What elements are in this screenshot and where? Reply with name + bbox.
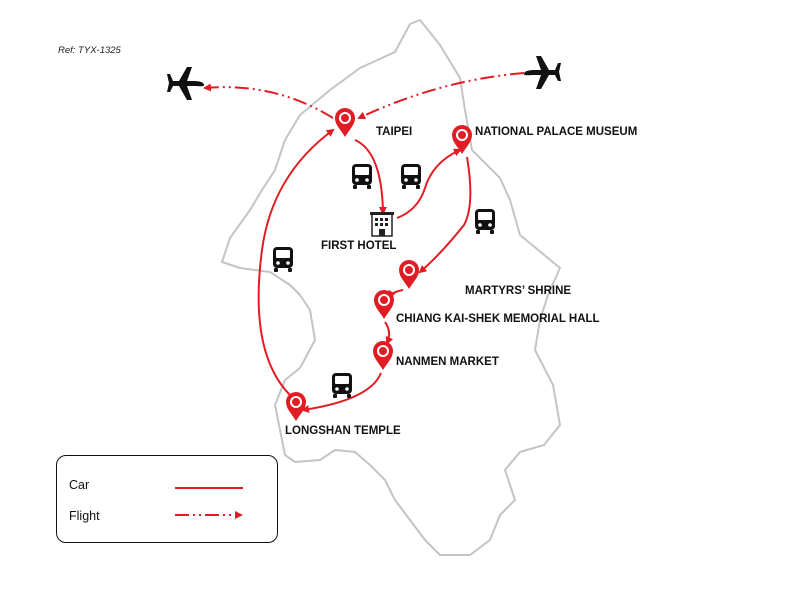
legend: Car Flight [56,455,278,543]
car-route-memorial-market [384,321,394,345]
map-pin-icon[interactable] [285,391,307,422]
map-pin-icon[interactable] [398,259,420,290]
legend-flight-line [175,511,243,519]
bus-icon [352,164,372,189]
hotel-icon [370,212,394,237]
reference-code: Ref: TYX-1325 [58,45,121,56]
car-route-hotel-museum [396,148,462,219]
label-chiang-kai-shek-memorial-hall: CHIANG KAI-SHEK MEMORIAL HALL [396,313,600,325]
legend-car-label: Car [69,478,90,492]
flight-route-outbound [203,83,334,119]
region-outline [221,19,561,556]
map-pin-icon[interactable] [451,124,473,155]
label-national-palace-museum: NATIONAL PALACE MUSEUM [475,126,638,138]
label-first-hotel: FIRST HOTEL [321,240,397,252]
car-route-taipei-hotel [354,139,387,215]
label-longshan-temple: LONGSHAN TEMPLE [285,425,401,437]
map-pin-icon[interactable] [334,107,356,138]
label-taipei: TAIPEI [376,126,413,138]
flight-route-inbound [357,72,525,120]
legend-flight-label: Flight [69,509,100,523]
map-pin-icon[interactable] [373,289,395,320]
car-route-temple-taipei [257,128,335,398]
airplane-icon [524,56,561,89]
label-nanmen-market: NANMEN MARKET [396,356,499,368]
car-route-museum-shrine [418,156,472,274]
bus-icon [273,247,293,272]
bus-icon [475,209,495,234]
bus-icon [401,164,421,189]
label-martyrs-shrine: MARTYRS’ SHRINE [465,285,572,297]
map-pin-icon[interactable] [372,340,394,371]
bus-icon [332,373,352,398]
car-route-market-temple [301,372,382,414]
airplane-icon [167,67,204,100]
legend-car-line [175,487,243,489]
